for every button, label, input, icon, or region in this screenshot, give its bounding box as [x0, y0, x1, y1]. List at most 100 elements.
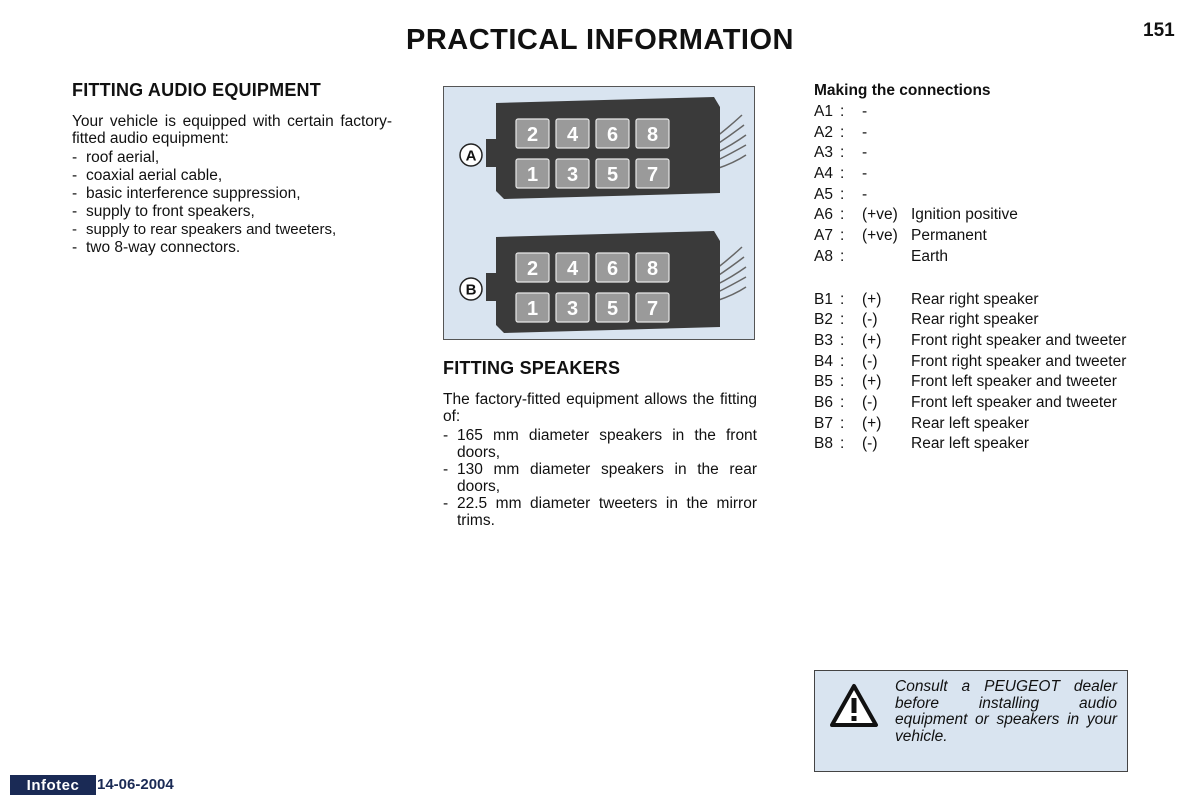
pin-separator: :: [840, 290, 845, 308]
connection-row: B1:(+)Rear right speaker: [814, 291, 1130, 308]
pin-description: Front right speaker and tweeter: [911, 352, 1127, 370]
pin-id: B4: [814, 352, 833, 370]
list-item: two 8-way connectors.: [72, 239, 392, 257]
pin-id: B1: [814, 290, 833, 308]
connection-row: B8:(-)Rear left speaker: [814, 435, 1130, 452]
list-item: 165 mm diameter speakers in the front do…: [443, 427, 757, 461]
pin-id: B7: [814, 414, 833, 432]
pin-number: 1: [527, 164, 538, 186]
pin-polarity: -: [862, 185, 868, 203]
footer-date: 14-06-2004: [97, 776, 174, 793]
pin-separator: :: [840, 352, 845, 370]
speakers-list: 165 mm diameter speakers in the front do…: [443, 427, 757, 529]
connector-pin: [515, 158, 550, 189]
pin-polarity: (-): [862, 352, 878, 370]
pin-separator: :: [840, 165, 845, 183]
connection-row: A7:(+ve)Permanent: [814, 227, 1130, 244]
page-number: 151: [1143, 20, 1175, 41]
pin-number: 6: [607, 258, 618, 280]
connector-pin: [555, 292, 590, 323]
connector-pin: [515, 292, 550, 323]
pin-separator: :: [840, 144, 845, 162]
pin-id: B3: [814, 331, 833, 349]
pin-polarity: (-): [862, 393, 878, 411]
pin-id: B2: [814, 311, 833, 329]
pin-id: B5: [814, 373, 833, 391]
connection-row: B3:(+)Front right speaker and tweeter: [814, 332, 1130, 349]
pin-number: 4: [567, 258, 579, 280]
connector-pin: [595, 292, 630, 323]
connector-pin: [595, 158, 630, 189]
pin-separator: :: [840, 247, 845, 265]
pin-description: [911, 103, 1130, 120]
pin-polarity: -: [862, 123, 868, 141]
connection-row: A3:-: [814, 144, 1130, 161]
list-item: 22.5 mm diameter tweeters in the mirror …: [443, 495, 757, 529]
connections-group-a: A1:-A2:-A3:-A4:-A5:-A6:(+ve)Ignition pos…: [814, 103, 1130, 265]
pin-id: B8: [814, 435, 833, 453]
pin-polarity: (-): [862, 311, 878, 329]
connection-row: B6: (-) Front left speaker and tweeter: [814, 394, 1130, 411]
connector-pin: [635, 158, 670, 189]
pin-description: Rear left speaker: [911, 414, 1030, 432]
pin-description: [911, 165, 1130, 182]
connection-row: A6:(+ve)Ignition positive: [814, 206, 1130, 223]
pin-description: Front right speaker and tweeter: [911, 331, 1127, 349]
pin-separator: :: [840, 103, 845, 120]
pin-separator: :: [840, 373, 845, 391]
connector-pin: [515, 118, 550, 149]
pin-description: [911, 186, 1130, 203]
wires-b: [715, 246, 747, 302]
pin-description: Rear left speaker: [911, 435, 1030, 453]
speakers-section: FITTING SPEAKERS The factory-fitted equi…: [443, 358, 757, 529]
audio-section: FITTING AUDIO EQUIPMENT Your vehicle is …: [72, 80, 392, 257]
pin-description: Rear right speaker: [911, 311, 1039, 329]
pin-description: [911, 124, 1130, 141]
audio-list: roof aerial, coaxial aerial cable, basic…: [72, 149, 392, 257]
connection-row: A4:-: [814, 165, 1130, 182]
audio-heading: FITTING AUDIO EQUIPMENT: [72, 80, 321, 100]
audio-intro: Your vehicle is equipped with certain fa…: [72, 113, 392, 147]
pin-number: 6: [607, 124, 618, 146]
pin-id: A4: [814, 165, 833, 183]
pin-polarity: (+): [862, 373, 882, 391]
connector-pin: [595, 252, 630, 283]
connection-row: B4: (-) Front right speaker and tweeter: [814, 353, 1130, 370]
pin-polarity: (+): [862, 290, 882, 308]
connector-pin: [555, 118, 590, 149]
pin-separator: :: [840, 206, 845, 224]
pin-number: 7: [647, 164, 658, 186]
connector-pin: [635, 252, 670, 283]
pin-number: 7: [647, 298, 658, 320]
pin-id: A2: [814, 123, 833, 141]
pin-number: 8: [647, 124, 658, 146]
pin-separator: :: [840, 393, 845, 411]
pin-id: B6: [814, 393, 833, 411]
pin-number: 1: [527, 298, 538, 320]
pin-polarity: -: [862, 144, 868, 162]
pin-polarity: (+ve): [862, 206, 898, 224]
label-a: A: [466, 148, 477, 165]
connection-row: A8:Earth: [814, 248, 1130, 265]
warning-text: Consult a PEUGEOT dealer before installi…: [895, 678, 1117, 745]
pin-description: Front left speaker and tweeter: [911, 373, 1117, 391]
pin-description: Front left speaker and tweeter: [911, 393, 1117, 411]
pin-number: 8: [647, 258, 658, 280]
list-item: supply to front speakers,: [72, 203, 392, 221]
warning-box: Consult a PEUGEOT dealer before installi…: [814, 670, 1128, 772]
list-item: supply to rear speakers and tweeters,: [72, 221, 392, 239]
pin-id: A3: [814, 144, 833, 162]
infotec-logo: Infotec: [10, 775, 96, 795]
pin-polarity: (-): [862, 435, 878, 453]
speakers-intro: The factory-fitted equipment allows the …: [443, 391, 757, 425]
pin-separator: :: [840, 227, 845, 245]
pin-id: A1: [814, 103, 833, 120]
list-item: coaxial aerial cable,: [72, 167, 392, 185]
connector-pin: [635, 118, 670, 149]
pin-description: Earth: [911, 247, 949, 265]
pin-number: 3: [567, 164, 578, 186]
pin-separator: :: [840, 331, 845, 349]
